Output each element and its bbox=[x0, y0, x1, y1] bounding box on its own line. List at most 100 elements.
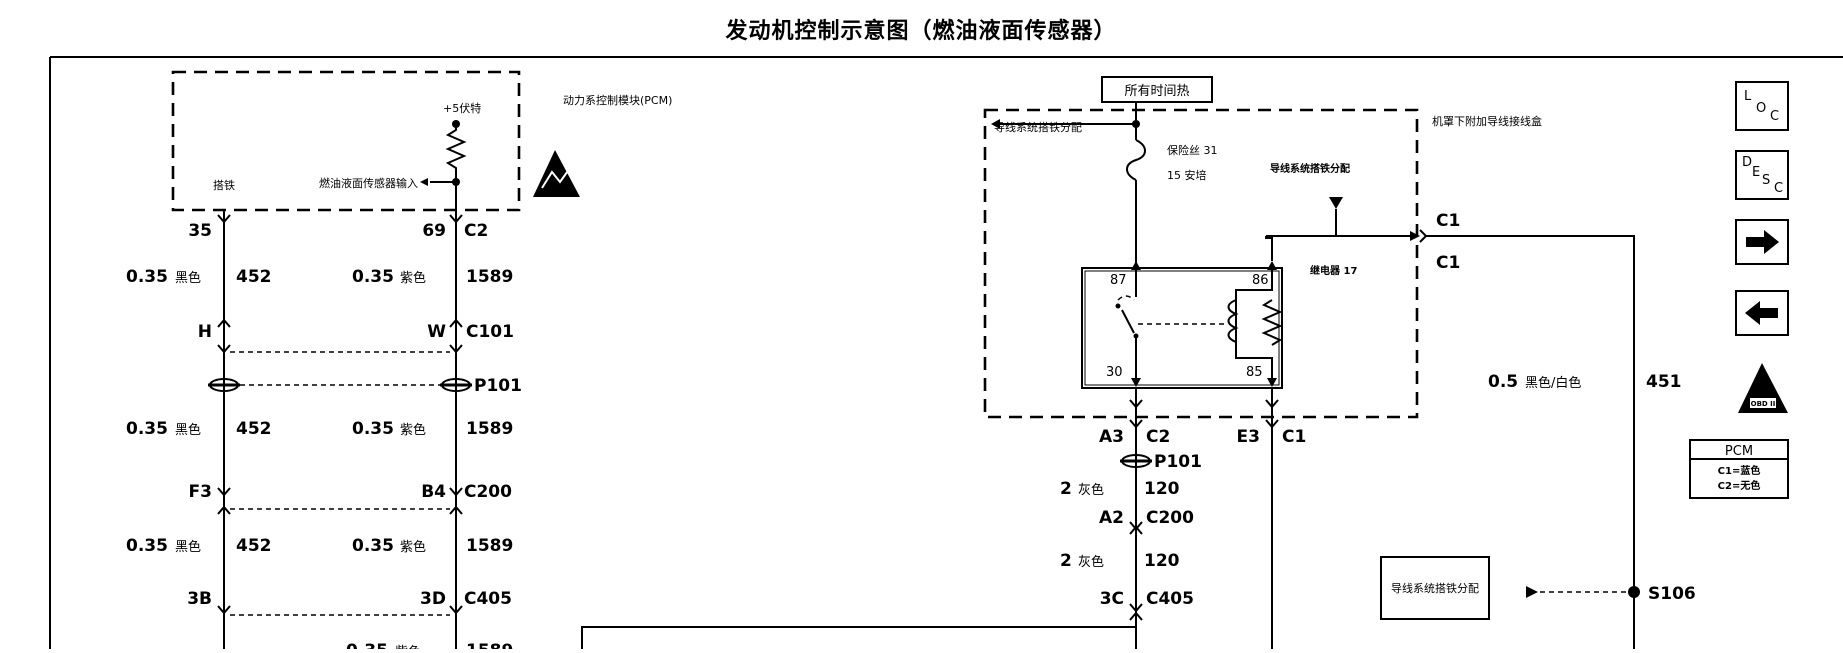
svg-text:L: L bbox=[1744, 89, 1752, 104]
c1-mid-marker-top bbox=[1265, 399, 1279, 409]
fuse-name: 保险丝 31 bbox=[1167, 143, 1218, 157]
pcm-module-name: 动力系控制模块(PCM) bbox=[563, 93, 672, 107]
pin-3c: 3C bbox=[1100, 589, 1124, 609]
conn-c405-left: C405 bbox=[464, 589, 512, 609]
w1-left-size: 0.35 bbox=[126, 267, 168, 287]
w3-right-color: 紫色 bbox=[400, 539, 426, 555]
pin-h: H bbox=[198, 322, 212, 342]
pull-up-resistor bbox=[445, 124, 467, 180]
relay-switch-arm bbox=[1121, 309, 1135, 334]
gnd-dist2-label: 导线系统搭铁分配 bbox=[1270, 162, 1350, 175]
pcm-connector-legend: PCM C1=蓝色 C2=无色 bbox=[1689, 439, 1789, 499]
p101-grommet-mid bbox=[1120, 454, 1152, 468]
pcm-legend-c2: C2=无色 bbox=[1718, 479, 1761, 492]
w4-right-circuit: 1589 bbox=[466, 641, 513, 649]
svg-text:C: C bbox=[1774, 181, 1783, 196]
c405-marker-r bbox=[449, 605, 463, 615]
desc-icon[interactable]: D E S C bbox=[1735, 150, 1789, 200]
svg-text:OBD II: OBD II bbox=[1751, 400, 1776, 408]
underhood-box-dashed bbox=[983, 108, 1419, 419]
pin-a3: A3 bbox=[1099, 427, 1124, 447]
next-page-icon[interactable] bbox=[1735, 219, 1789, 265]
pin-b4: B4 bbox=[421, 482, 446, 502]
wire-120-route bbox=[581, 623, 1137, 649]
conn-c101: C101 bbox=[466, 322, 514, 342]
relay-nc-contact bbox=[1117, 295, 1135, 301]
w3-left-size: 0.35 bbox=[126, 536, 168, 556]
w2-left-circuit: 452 bbox=[236, 419, 272, 439]
wa-circuit: 120 bbox=[1144, 479, 1180, 499]
relay-resistor bbox=[1261, 299, 1283, 346]
sensor-input-arrow bbox=[420, 178, 428, 186]
obd-ii-warning-icon: OBD II bbox=[1738, 363, 1788, 413]
pcm-ground-label: 搭铁 bbox=[213, 179, 235, 192]
w1-right-color: 紫色 bbox=[400, 270, 426, 286]
c1-pin-marker bbox=[1419, 229, 1428, 243]
w4-right-color: 紫色 bbox=[395, 644, 421, 649]
w3-right-circuit: 1589 bbox=[466, 536, 513, 556]
c200-mid-marker2 bbox=[1129, 525, 1143, 535]
relay-pin-30: 30 bbox=[1106, 365, 1123, 380]
conn-c200-left: C200 bbox=[464, 482, 512, 502]
conn-c200-mid: C200 bbox=[1146, 508, 1194, 528]
w3-left-circuit: 452 bbox=[236, 536, 272, 556]
svg-text:O: O bbox=[1756, 101, 1766, 116]
wb-size: 2 bbox=[1060, 551, 1072, 571]
gnd-dist2-arrow bbox=[1329, 197, 1343, 209]
p101-mid-label: P101 bbox=[1154, 452, 1202, 472]
c200-marker-r bbox=[449, 487, 463, 497]
fuse-rating: 15 安培 bbox=[1167, 168, 1207, 182]
w451-color: 黑色/白色 bbox=[1525, 375, 1581, 391]
conn-c1-mid: C1 bbox=[1282, 427, 1306, 447]
relay-87-arrow bbox=[1131, 261, 1141, 270]
pcm-legend-c1: C1=蓝色 bbox=[1718, 464, 1761, 477]
relay-pin-85: 85 bbox=[1246, 365, 1263, 380]
gnd-dist-arrow bbox=[991, 119, 1000, 129]
relay-17-inner bbox=[1084, 270, 1280, 386]
pin-69: 69 bbox=[422, 221, 446, 241]
c200-marker-l2 bbox=[217, 505, 231, 515]
loc-icon[interactable]: L O C bbox=[1735, 81, 1789, 131]
w2-right-circuit: 1589 bbox=[466, 419, 513, 439]
diagram-title: 发动机控制示意图（燃油液面传感器） bbox=[724, 18, 1116, 44]
svg-text:S: S bbox=[1762, 173, 1770, 188]
w1-right-circuit: 1589 bbox=[466, 267, 513, 287]
c101-marker-l2 bbox=[217, 344, 231, 354]
relay-pin-86: 86 bbox=[1252, 273, 1269, 288]
wa-color: 灰色 bbox=[1078, 482, 1104, 498]
w451-circuit: 451 bbox=[1646, 372, 1682, 392]
ground-dist-box-label: 导线系统搭铁分配 bbox=[1391, 581, 1479, 595]
pin-marker-69 bbox=[449, 214, 463, 224]
pcm-voltage-label: +5伏特 bbox=[443, 101, 481, 115]
pin-35: 35 bbox=[188, 221, 212, 241]
esd-warning-icon bbox=[533, 150, 580, 197]
pcm-legend-title: PCM bbox=[1725, 444, 1753, 459]
conn-c2-mid: C2 bbox=[1146, 427, 1170, 447]
c1-feed-arrow bbox=[1410, 231, 1420, 241]
c200-marker-r2 bbox=[449, 505, 463, 515]
wb-color: 灰色 bbox=[1078, 554, 1104, 570]
c405-mid-marker2 bbox=[1129, 611, 1143, 621]
p101-grommet-left bbox=[208, 378, 240, 392]
relay-contact-a bbox=[1115, 303, 1121, 309]
relay-86-lead bbox=[1265, 236, 1273, 261]
w2-left-size: 0.35 bbox=[126, 419, 168, 439]
c200-marker-l bbox=[217, 487, 231, 497]
w3-right-size: 0.35 bbox=[352, 536, 394, 556]
wire-451 bbox=[1426, 235, 1635, 649]
c101-marker-l bbox=[217, 318, 231, 328]
s106-label: S106 bbox=[1648, 584, 1696, 604]
s106-splice bbox=[1628, 586, 1640, 598]
relay-30-arrow bbox=[1131, 378, 1141, 387]
relay-85-arrow bbox=[1267, 378, 1277, 387]
relay-coil bbox=[1227, 299, 1239, 343]
wb-circuit: 120 bbox=[1144, 551, 1180, 571]
c1-top-label: C1 bbox=[1436, 211, 1460, 231]
w2-right-color: 紫色 bbox=[400, 422, 426, 438]
prev-page-icon[interactable] bbox=[1735, 290, 1789, 336]
c200-mid-marker bbox=[1129, 521, 1143, 531]
pcm-dashed-box bbox=[171, 70, 521, 212]
svg-text:E: E bbox=[1752, 165, 1760, 180]
